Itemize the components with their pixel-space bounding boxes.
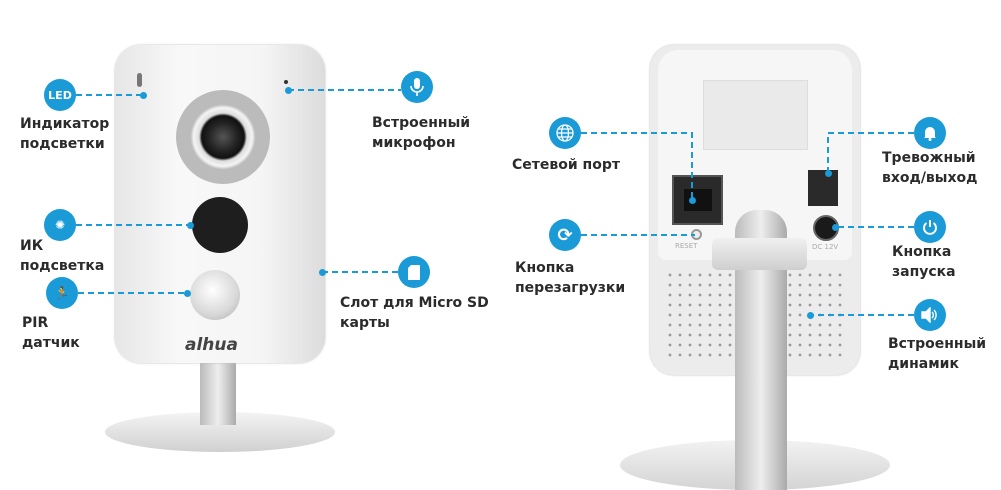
network-label-line1: Сетевой порт bbox=[512, 157, 620, 173]
pir-label-line2: датчик bbox=[22, 335, 80, 351]
network-label: Сетевой порт bbox=[512, 155, 620, 175]
ir-point bbox=[187, 222, 194, 229]
rj45-port bbox=[672, 175, 723, 225]
speaker-label-line2: динамик bbox=[888, 356, 959, 372]
power-label-line2: запуска bbox=[892, 264, 956, 280]
refresh-icon: ⟳ bbox=[549, 219, 581, 251]
reset-port-text: RESET bbox=[675, 242, 698, 250]
speaker-label: Встроенный динамик bbox=[888, 334, 986, 374]
microphone-label-line2: микрофон bbox=[372, 135, 456, 151]
alarm-terminal bbox=[808, 170, 838, 206]
alarm-label-line2: вход/выход bbox=[882, 170, 978, 186]
ir-label-line2: подсветка bbox=[20, 258, 105, 274]
microphone-icon bbox=[401, 71, 433, 103]
speaker-label-line1: Встроенный bbox=[888, 336, 987, 352]
speaker-point bbox=[807, 312, 814, 319]
network-point bbox=[689, 197, 696, 204]
mic-hole bbox=[284, 80, 288, 84]
ir-light-icon: ✺ bbox=[44, 209, 76, 241]
power-point bbox=[832, 224, 839, 231]
ir-label-line1: ИК bbox=[20, 238, 44, 254]
front-stand-neck bbox=[200, 355, 236, 425]
pir-label: PIR датчик bbox=[22, 313, 80, 353]
power-label-line1: Кнопка bbox=[892, 244, 952, 260]
sd-label-line2: карты bbox=[340, 315, 390, 331]
sd-card-icon bbox=[398, 256, 430, 288]
alarm-point bbox=[825, 170, 832, 177]
led-icon: LED bbox=[44, 79, 76, 111]
motion-sensor-icon: 🏃 bbox=[46, 277, 78, 309]
power-label: Кнопка запуска bbox=[892, 242, 956, 282]
pir-point bbox=[184, 290, 191, 297]
brand-logo: alhua bbox=[185, 335, 238, 355]
alarm-bell-icon bbox=[914, 117, 946, 149]
reset-label-line2: перезагрузки bbox=[515, 280, 626, 296]
mic-point bbox=[285, 87, 292, 94]
ir-label: ИК подсветка bbox=[20, 236, 104, 276]
led-label-line1: Индикатор bbox=[20, 116, 110, 132]
led-label: Индикатор подсветки bbox=[20, 114, 109, 154]
alarm-label-line1: Тревожный bbox=[882, 150, 976, 166]
microphone-label-line1: Встроенный bbox=[372, 115, 471, 131]
led-point bbox=[140, 92, 147, 99]
sd-label: Слот для Micro SD карты bbox=[340, 293, 489, 333]
lens bbox=[176, 90, 270, 184]
back-label-area bbox=[703, 80, 808, 150]
sd-point bbox=[319, 269, 326, 276]
pir-sensor bbox=[190, 270, 240, 320]
dc-port-text: DC 12V bbox=[812, 243, 839, 251]
ir-window bbox=[192, 197, 248, 253]
globe-icon bbox=[549, 117, 581, 149]
power-icon bbox=[914, 211, 946, 243]
stand-clamp bbox=[712, 238, 807, 270]
sd-label-line1: Слот для Micro SD bbox=[340, 295, 489, 311]
led-window bbox=[137, 73, 142, 87]
reset-label: Кнопка перезагрузки bbox=[515, 258, 625, 298]
pir-label-line1: PIR bbox=[22, 315, 49, 331]
led-label-line2: подсветки bbox=[20, 136, 105, 152]
reset-label-line1: Кнопка bbox=[515, 260, 575, 276]
microphone-label: Встроенный микрофон bbox=[372, 113, 470, 153]
alarm-label: Тревожный вход/выход bbox=[882, 148, 977, 188]
speaker-icon bbox=[914, 299, 946, 331]
